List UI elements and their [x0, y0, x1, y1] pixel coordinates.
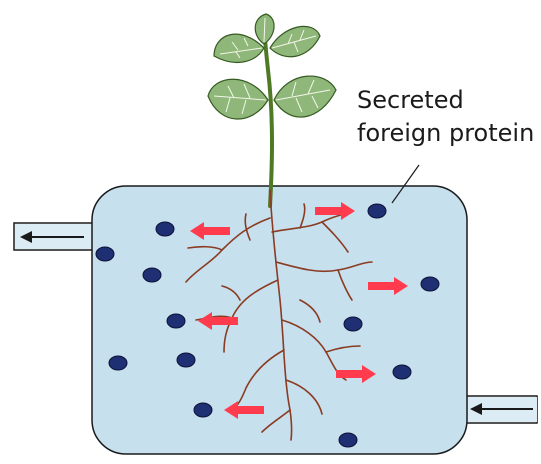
protein-dot-icon	[96, 247, 114, 261]
leaf-icon	[214, 34, 264, 62]
protein-dot-icon	[167, 314, 185, 328]
leaf-icon	[274, 76, 336, 117]
leaf-icon	[208, 79, 268, 119]
label-line-1: Secreted	[357, 86, 464, 114]
protein-dot-icon	[177, 353, 195, 367]
label-line-2: foreign protein	[357, 119, 534, 147]
leaf-icon	[270, 26, 320, 56]
protein-dot-icon	[143, 268, 161, 282]
protein-dot-icon	[368, 204, 386, 218]
protein-dot-icon	[109, 356, 127, 370]
protein-dot-icon	[194, 403, 212, 417]
culture-tank	[92, 186, 467, 454]
protein-dot-icon	[344, 317, 362, 331]
protein-dot-icon	[156, 222, 174, 236]
protein-dot-icon	[393, 365, 411, 379]
leaf-icon	[255, 14, 274, 44]
protein-dot-icon	[339, 433, 357, 447]
protein-dot-icon	[421, 277, 439, 291]
